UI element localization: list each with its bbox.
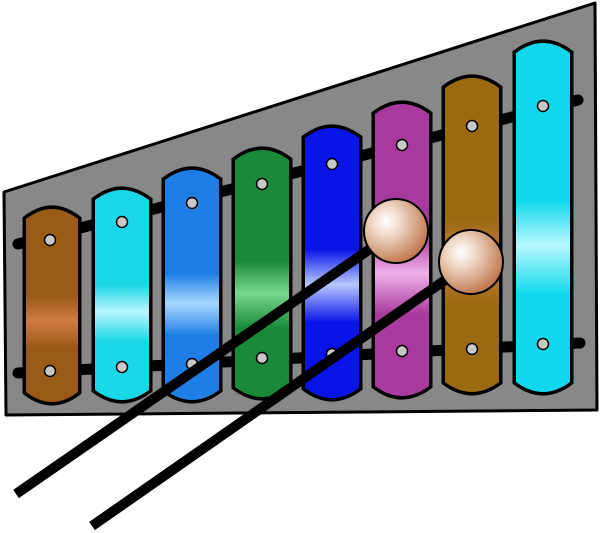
mallet-right bbox=[89, 229, 504, 531]
bar-8-body bbox=[516, 43, 570, 392]
xylophone-bar-8 bbox=[512, 39, 574, 396]
mallet-right-head bbox=[438, 229, 504, 295]
mallet-left bbox=[13, 198, 429, 499]
mallet-left-head bbox=[363, 198, 429, 264]
bar-6-top-screw bbox=[395, 138, 409, 152]
bar-7-bottom-screw bbox=[465, 342, 479, 356]
bar-2-bottom-screw bbox=[115, 360, 129, 374]
bar-2-top-screw bbox=[115, 215, 129, 229]
bar-8-top-screw bbox=[536, 99, 550, 113]
bar-5-body bbox=[305, 128, 359, 398]
mallet-right-stick bbox=[89, 257, 474, 531]
bar-7-top-screw bbox=[465, 119, 479, 133]
bar-1-bottom-screw bbox=[43, 364, 57, 378]
bar-6-bottom-screw bbox=[395, 344, 409, 358]
bar-5-top-screw bbox=[325, 157, 339, 171]
mallets bbox=[13, 198, 504, 531]
xylophone-bar-2 bbox=[91, 186, 153, 404]
bar-1-body bbox=[26, 209, 78, 402]
bar-3-body bbox=[165, 170, 219, 400]
bar-2-body bbox=[95, 190, 149, 400]
xylophone-bar-3 bbox=[161, 166, 223, 404]
bar-8-bottom-screw bbox=[536, 337, 550, 351]
bar-3-top-screw bbox=[185, 196, 199, 210]
xylophone-bars bbox=[22, 39, 574, 406]
xylophone-bar-4 bbox=[231, 146, 293, 401]
xylophone-bar-1 bbox=[22, 205, 82, 406]
mallet-left-stick bbox=[13, 226, 399, 499]
bar-4-bottom-screw bbox=[255, 351, 269, 365]
bar-1-top-screw bbox=[43, 233, 57, 247]
bar-4-top-screw bbox=[255, 177, 269, 191]
